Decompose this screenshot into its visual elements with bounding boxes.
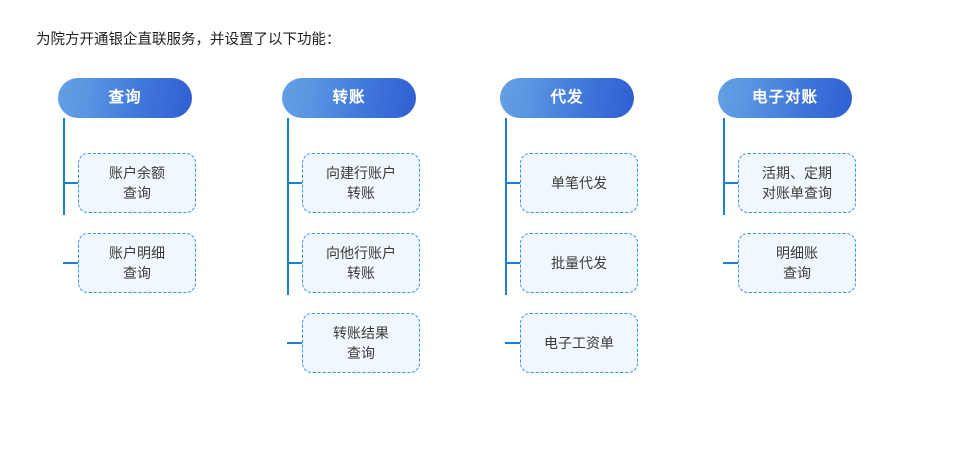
connector-trunk: [287, 118, 289, 295]
connector-stub: [287, 262, 304, 264]
child-node-row: 单笔代发: [500, 153, 730, 213]
child-node-label: 单笔代发: [551, 175, 607, 191]
child-node-list: 账户余额 查询 账户明细 查询: [58, 118, 288, 293]
connector-stub: [505, 182, 522, 184]
feature-column-query: 查询 账户余额 查询 账户明细 查询: [58, 78, 288, 293]
column-header-label: 电子对账: [751, 89, 818, 107]
child-node[interactable]: 批量代发: [520, 233, 638, 293]
child-node-label: 转账结果 查询: [333, 325, 389, 361]
connector-trunk: [505, 118, 507, 295]
child-node[interactable]: 明细账 查询: [738, 233, 856, 293]
child-node-label: 向建行账户 转账: [326, 165, 396, 201]
column-header-e-reconciliation[interactable]: 电子对账: [718, 78, 852, 118]
connector-stub: [63, 262, 80, 264]
child-node[interactable]: 转账结果 查询: [302, 313, 420, 373]
connector-trunk: [63, 118, 65, 215]
child-node-label: 批量代发: [551, 255, 607, 271]
child-node-row: 明细账 查询: [718, 233, 948, 293]
child-node-list: 活期、定期 对账单查询 明细账 查询: [718, 118, 948, 293]
child-node-label: 账户余额 查询: [109, 165, 165, 201]
child-node[interactable]: 账户余额 查询: [78, 153, 196, 213]
connector-stub: [723, 182, 740, 184]
column-header-label: 查询: [108, 89, 142, 107]
child-node-row: 账户明细 查询: [58, 233, 288, 293]
child-node-row: 账户余额 查询: [58, 153, 288, 213]
connector-stub: [505, 342, 522, 344]
connector-stub: [287, 342, 304, 344]
child-node-label: 明细账 查询: [776, 245, 818, 281]
connector-stub: [505, 262, 522, 264]
column-header-transfer[interactable]: 转账: [282, 78, 416, 118]
feature-tree-diagram: 查询 账户余额 查询 账户明细 查询 转账: [0, 78, 960, 408]
connector-stub: [63, 182, 80, 184]
child-node-list: 向建行账户 转账 向他行账户 转账 转账结果 查询: [282, 118, 512, 373]
child-node-row: 向他行账户 转账: [282, 233, 512, 293]
child-node-label: 活期、定期 对账单查询: [762, 165, 832, 201]
connector-trunk: [723, 118, 725, 215]
column-header-query[interactable]: 查询: [58, 78, 192, 118]
feature-column-e-reconciliation: 电子对账 活期、定期 对账单查询 明细账 查询: [718, 78, 948, 293]
child-node[interactable]: 账户明细 查询: [78, 233, 196, 293]
child-node-row: 电子工资单: [500, 313, 730, 373]
child-node-row: 批量代发: [500, 233, 730, 293]
child-node-label: 电子工资单: [544, 335, 614, 351]
child-node-row: 活期、定期 对账单查询: [718, 153, 948, 213]
child-node-row: 转账结果 查询: [282, 313, 512, 373]
intro-text: 为院方开通银企直联服务，并设置了以下功能：: [36, 32, 341, 48]
child-node[interactable]: 向建行账户 转账: [302, 153, 420, 213]
column-header-payroll[interactable]: 代发: [500, 78, 634, 118]
child-node-row: 向建行账户 转账: [282, 153, 512, 213]
column-header-label: 代发: [550, 89, 584, 107]
connector-stub: [287, 182, 304, 184]
child-node-label: 向他行账户 转账: [326, 245, 396, 281]
column-header-label: 转账: [332, 89, 366, 107]
feature-column-transfer: 转账 向建行账户 转账 向他行账户 转账 转账结果 查询: [282, 78, 512, 373]
child-node[interactable]: 活期、定期 对账单查询: [738, 153, 856, 213]
child-node-label: 账户明细 查询: [109, 245, 165, 281]
connector-stub: [723, 262, 740, 264]
feature-column-payroll: 代发 单笔代发 批量代发 电子工资单: [500, 78, 730, 373]
child-node[interactable]: 向他行账户 转账: [302, 233, 420, 293]
child-node[interactable]: 电子工资单: [520, 313, 638, 373]
child-node[interactable]: 单笔代发: [520, 153, 638, 213]
child-node-list: 单笔代发 批量代发 电子工资单: [500, 118, 730, 373]
